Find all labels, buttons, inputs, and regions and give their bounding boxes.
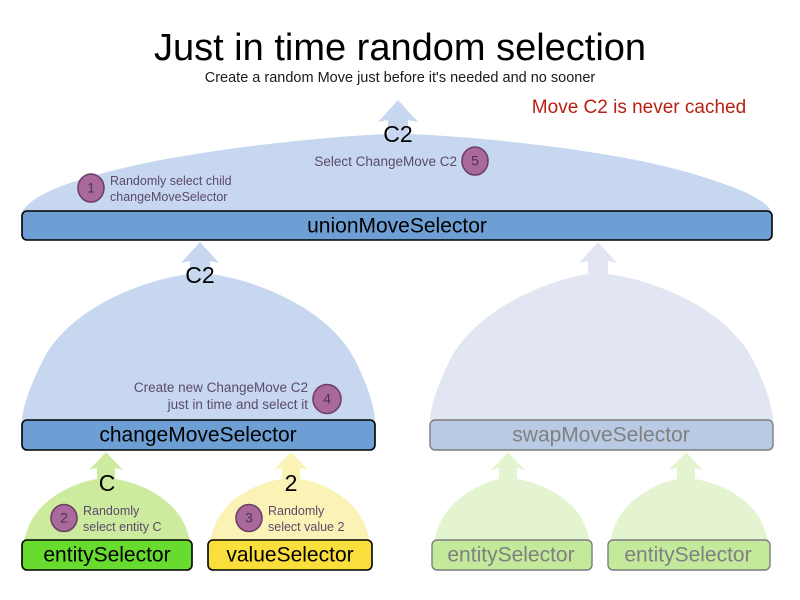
entity-selector-c-bar[interactable] xyxy=(21,539,193,571)
swap-entity-selector-1-bar[interactable] xyxy=(431,539,593,571)
step-2-badge-number: 2 xyxy=(60,510,68,526)
step-5-line1: Select ChangeMove C2 xyxy=(314,154,457,169)
value-selector-2-group[interactable]: 2 3 Randomly select value 2 valueSelecto… xyxy=(207,452,373,571)
page-subtitle: Create a random Move just before it's ne… xyxy=(205,70,596,86)
change-move-selector-bar[interactable] xyxy=(21,419,376,451)
change-balloon-shape xyxy=(22,242,375,421)
swap-balloon-shape xyxy=(430,242,773,421)
union-move-selector-label: unionMoveSelector xyxy=(307,215,487,238)
step-5-badge xyxy=(461,146,489,176)
value-2-balloon-value: 2 xyxy=(285,470,298,496)
union-move-selector-bar[interactable] xyxy=(21,210,773,241)
swap-entity-selector-2-label: entitySelector xyxy=(624,544,751,567)
step-1-annotation: 1 Randomly select child changeMoveSelect… xyxy=(77,173,232,204)
step-5-annotation: Select ChangeMove C2 5 xyxy=(314,146,489,176)
swap-entity-2-balloon-shape xyxy=(608,452,770,543)
step-2-line1: Randomly xyxy=(83,504,140,518)
step-1-badge xyxy=(77,173,105,203)
change-balloon-value: C2 xyxy=(185,262,214,288)
step-3-badge-number: 3 xyxy=(245,510,253,526)
step-4-line2: just in time and select it xyxy=(167,397,309,412)
step-1-line1: Randomly select child xyxy=(110,174,232,188)
never-cached-note: Move C2 is never cached xyxy=(532,97,746,118)
entity-selector-c-label: entitySelector xyxy=(43,544,170,567)
step-3-line2: select value 2 xyxy=(268,520,344,534)
change-move-selector-group[interactable]: C2 Create new ChangeMove C2 just in time… xyxy=(21,242,376,451)
swap-entity-selector-2-bar[interactable] xyxy=(607,539,771,571)
step-4-badge-number: 4 xyxy=(323,391,331,407)
step-4-line1: Create new ChangeMove C2 xyxy=(134,380,308,395)
union-move-selector-group[interactable]: C2 Select ChangeMove C2 5 1 Randomly sel… xyxy=(21,100,773,241)
swap-move-selector-label: swapMoveSelector xyxy=(512,424,689,447)
step-2-badge xyxy=(50,503,78,533)
swap-entity-selector-1-label: entitySelector xyxy=(447,544,574,567)
swap-move-selector-group[interactable]: swapMoveSelector xyxy=(429,242,774,451)
swap-move-selector-bar[interactable] xyxy=(429,419,774,451)
value-selector-2-bar[interactable] xyxy=(207,539,373,571)
step-4-badge xyxy=(312,383,342,415)
swap-entity-1-balloon-shape xyxy=(432,452,592,543)
union-balloon-value: C2 xyxy=(383,121,412,147)
step-3-line1: Randomly xyxy=(268,504,325,518)
step-3-badge xyxy=(235,503,263,533)
entity-selector-c-group[interactable]: C 2 Randomly select entity C entitySelec… xyxy=(21,452,193,571)
step-1-badge-number: 1 xyxy=(87,180,95,196)
step-3-annotation: 3 Randomly select value 2 xyxy=(235,503,344,534)
change-move-selector-label: changeMoveSelector xyxy=(99,424,296,447)
step-5-badge-number: 5 xyxy=(471,153,479,169)
swap-entity-selector-2-group[interactable]: entitySelector xyxy=(607,452,771,571)
union-balloon-shape xyxy=(22,100,772,214)
entity-c-balloon-value: C xyxy=(99,470,116,496)
value-selector-2-label: valueSelector xyxy=(226,544,353,567)
swap-entity-selector-1-group[interactable]: entitySelector xyxy=(431,452,593,571)
page-title: Just in time random selection xyxy=(154,27,646,69)
step-4-annotation: Create new ChangeMove C2 just in time an… xyxy=(134,380,342,415)
step-2-annotation: 2 Randomly select entity C xyxy=(50,503,162,534)
step-2-line2: select entity C xyxy=(83,520,162,534)
step-1-line2: changeMoveSelector xyxy=(110,190,227,204)
